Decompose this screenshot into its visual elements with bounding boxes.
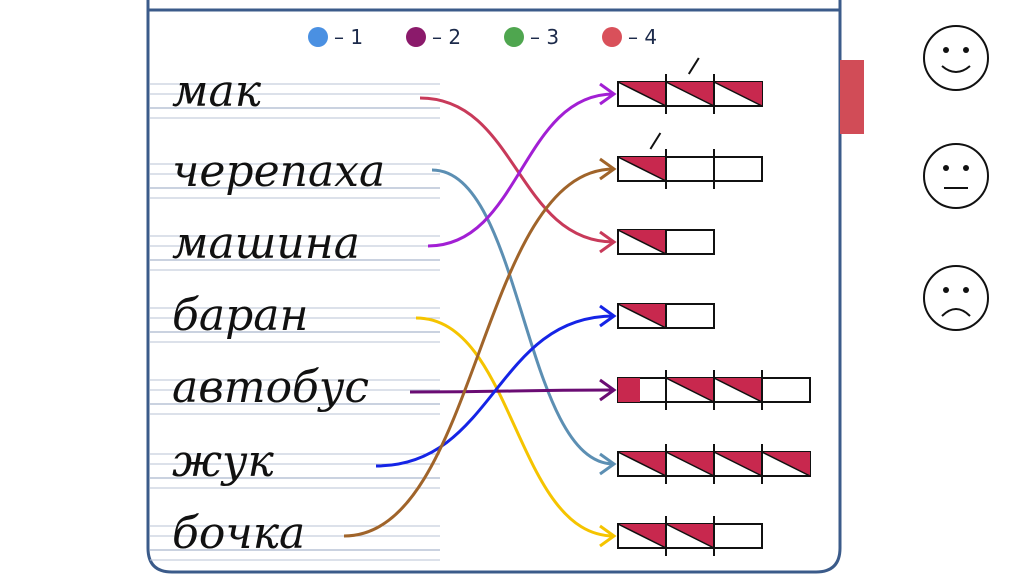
arrow-head (599, 452, 617, 476)
arrow-head (599, 230, 617, 254)
arrow-head (599, 378, 617, 402)
legend-label: – 1 (334, 25, 364, 49)
stress-mark (649, 132, 662, 150)
syllable-diagonal (665, 523, 715, 549)
word-bochka: бочка (172, 508, 306, 559)
arrow-line (343, 167, 615, 538)
scheme-cell (713, 523, 763, 549)
vowel-fill (618, 378, 640, 402)
syllable-diagonal (617, 523, 667, 549)
arrow-line (375, 314, 615, 468)
arrow-head (599, 82, 617, 106)
syllable-diagonal (617, 156, 667, 182)
worksheet-frame (146, 0, 842, 574)
syllable-diagonal (713, 377, 763, 403)
legend-label: – 4 (628, 25, 658, 49)
side-tab (840, 60, 864, 134)
scheme-cell (761, 377, 811, 403)
arrow-head (599, 304, 617, 328)
legend-dot (602, 27, 622, 47)
word-cherepakha: черепаха (172, 146, 386, 197)
legend-item-2: – 2 (406, 22, 461, 52)
word-zhuk: жук (172, 436, 274, 487)
syllable-schemes (617, 57, 811, 556)
legend-dot (406, 27, 426, 47)
syllable-diagonal (665, 81, 715, 107)
syllable-scheme (617, 444, 811, 484)
syllable-scheme (617, 229, 715, 255)
syllable-scheme (617, 370, 811, 410)
arrow-head (599, 157, 617, 181)
arrow-line (409, 388, 615, 394)
legend-label: – 3 (530, 25, 560, 49)
syllable-diagonal (665, 451, 715, 477)
arrow-line (431, 168, 615, 466)
stress-mark (687, 57, 700, 75)
syllable-diagonal (713, 81, 763, 107)
syllable-scheme (617, 516, 763, 556)
arrow-head (599, 524, 617, 548)
scheme-cell (713, 156, 763, 182)
syllable-diagonal (617, 303, 667, 329)
happy-face-icon[interactable] (920, 22, 992, 94)
word-mak: мак (172, 66, 261, 117)
ruled-lines (150, 83, 440, 561)
scheme-cell (665, 229, 715, 255)
syllable-diagonal (617, 229, 667, 255)
syllable-diagonal (617, 451, 667, 477)
syllable-scheme (617, 57, 763, 114)
legend-item-3: – 3 (504, 22, 559, 52)
word-baran: баран (172, 290, 309, 341)
sad-face-icon[interactable] (920, 262, 992, 334)
neutral-face-icon[interactable] (920, 140, 992, 212)
arrow-line (419, 96, 615, 244)
syllable-diagonal (617, 81, 667, 107)
legend-item-4: – 4 (602, 22, 657, 52)
arrow-line (415, 316, 615, 538)
legend-item-1: – 1 (308, 22, 363, 52)
word-avtobus: автобус (172, 362, 370, 413)
legend-dot (504, 27, 524, 47)
syllable-scheme (617, 303, 715, 329)
syllable-scheme (617, 132, 763, 189)
scheme-cell (665, 156, 715, 182)
legend-label: – 2 (432, 25, 462, 49)
matching-arrows (343, 82, 617, 548)
syllable-diagonal (713, 451, 763, 477)
arrow-line (427, 92, 615, 248)
syllable-diagonal (665, 377, 715, 403)
syllable-diagonal (761, 451, 811, 477)
color-legend: – 1 – 2 – 3 – 4 (300, 22, 680, 52)
word-mashina: машина (172, 218, 360, 269)
scheme-cell (665, 303, 715, 329)
legend-dot (308, 27, 328, 47)
